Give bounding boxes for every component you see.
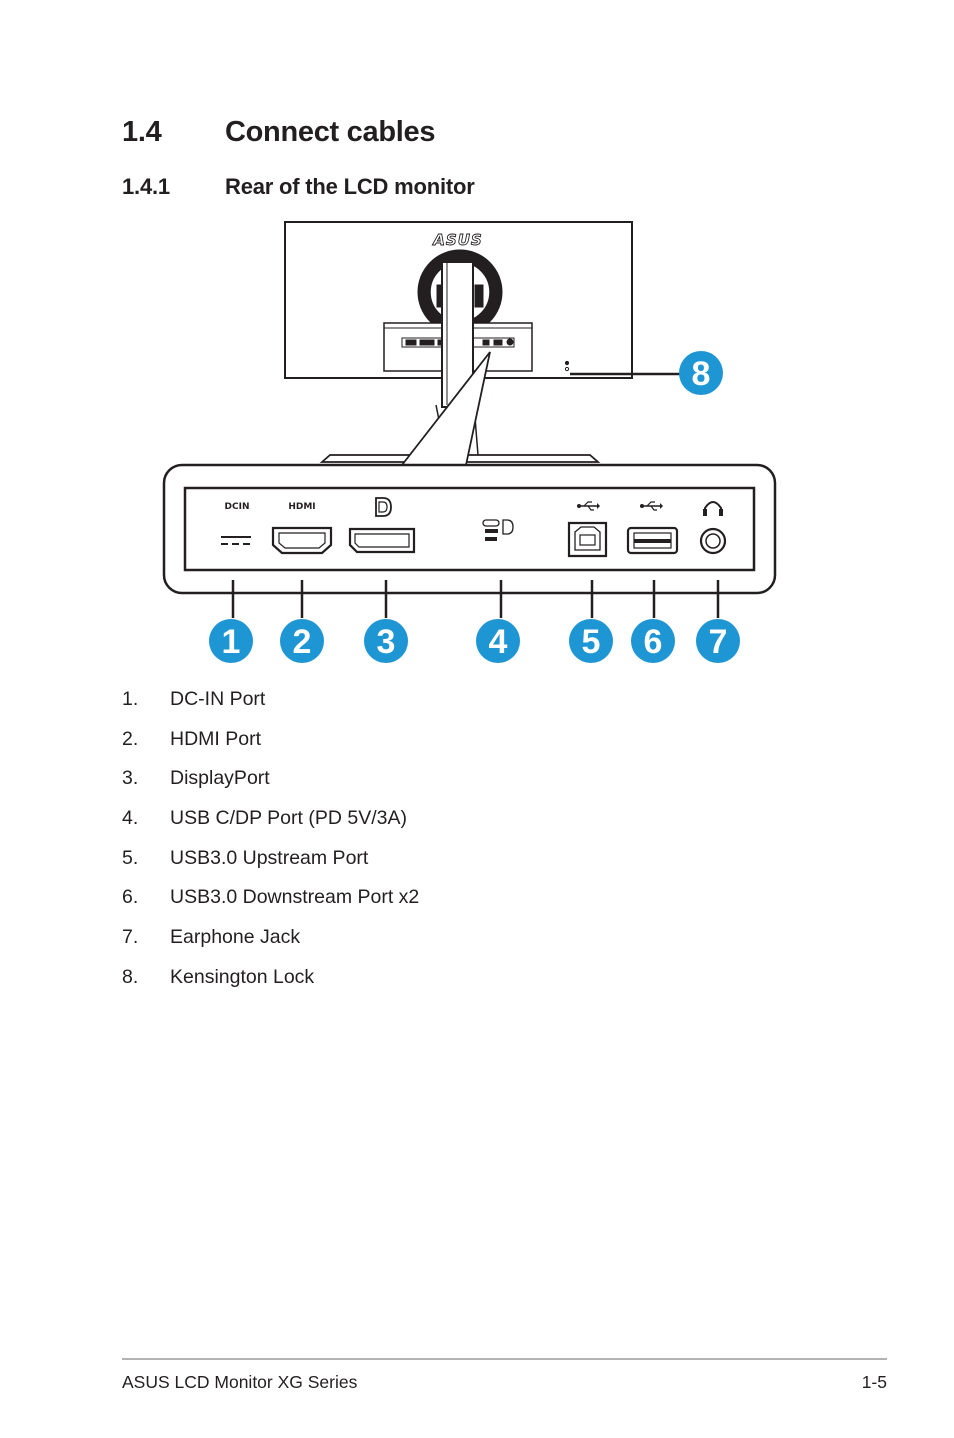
callout-number-5: 5: [582, 623, 601, 661]
port-list: 1. DC-IN Port 2. HDMI Port 3. DisplayPort 4…: [122, 688, 419, 1006]
list-item-number: 5.: [122, 846, 139, 869]
list-item: 2. HDMI Port: [122, 728, 419, 768]
callout-number-6: 6: [644, 623, 663, 661]
callout-badges: 1 2 3 4 5 6 7 8: [209, 351, 740, 663]
list-item: 6. USB3.0 Downstream Port x2: [122, 886, 419, 926]
displayport-icon: [375, 497, 392, 517]
list-item-label: HDMI Port: [170, 727, 262, 750]
list-item: 7. Earphone Jack: [122, 926, 419, 966]
callout-number-3: 3: [377, 623, 396, 661]
subsection-number: 1.4.1: [122, 174, 170, 199]
section-title: Connect cables: [225, 116, 436, 148]
list-item-label: DisplayPort: [170, 767, 270, 790]
asus-logo: ASUS: [432, 231, 482, 249]
callout-badge-4: [476, 619, 520, 663]
list-item-label: Kensington Lock: [170, 965, 315, 988]
list-item-label: Earphone Jack: [170, 926, 301, 949]
list-item-label: USB C/DP Port (PD 5V/3A): [170, 807, 407, 830]
section-number: 1.4: [122, 116, 162, 148]
port-panel-zoom: DCIN HDMI: [162, 463, 777, 618]
list-item-label: DC-IN Port: [170, 688, 266, 710]
callout-badge-2: [280, 619, 324, 663]
list-item: 5. USB3.0 Upstream Port: [122, 847, 419, 887]
callout-number-8: 8: [692, 355, 711, 393]
list-item-number: 3.: [122, 767, 139, 790]
list-item-number: 6.: [122, 886, 139, 909]
usb-symbol-icon: [577, 501, 600, 511]
callout-number-7: 7: [709, 623, 728, 661]
dcin-label: DCIN: [225, 502, 250, 512]
callout-badge-8: [679, 351, 723, 395]
callout-badge-6: [631, 619, 675, 663]
callout-number-1: 1: [222, 623, 241, 661]
callout-number-2: 2: [293, 623, 312, 661]
footer-title: ASUS LCD Monitor XG Series: [122, 1372, 358, 1392]
page-number: 1-5: [861, 1372, 887, 1392]
callout-badge-1: [209, 619, 253, 663]
list-item-label: USB3.0 Upstream Port: [170, 846, 369, 869]
subsection-heading: 1.4.1 Rear of the LCD monitor: [122, 174, 475, 200]
list-item-number: 2.: [122, 727, 139, 750]
list-item: 4. USB C/DP Port (PD 5V/3A): [122, 807, 419, 847]
list-item-label: USB3.0 Downstream Port x2: [170, 886, 420, 909]
usb-symbol-icon-2: [640, 501, 663, 511]
subsection-title: Rear of the LCD monitor: [225, 174, 475, 199]
callout-badge-7: [696, 619, 740, 663]
zoom-connector: [401, 351, 491, 466]
list-item-number: 7.: [122, 926, 139, 949]
list-item: 1. DC-IN Port: [122, 688, 419, 728]
list-item-number: 4.: [122, 807, 139, 830]
section-heading: 1.4 Connect cables: [122, 116, 435, 149]
list-item-number: 8.: [122, 965, 139, 988]
callout-badge-5: [569, 619, 613, 663]
monitor-rear-figure: ASUS DCIN HD: [162, 221, 777, 663]
footer-divider: [122, 1358, 887, 1360]
headphone-icon: [703, 501, 723, 516]
list-item-number: 1.: [122, 688, 139, 710]
callout-leader-lines: [231, 580, 720, 618]
usb-c-dp-icon: [482, 519, 514, 541]
monitor-back-view: ASUS: [284, 221, 690, 466]
list-item: 8. Kensington Lock: [122, 966, 419, 1006]
list-item: 3. DisplayPort: [122, 767, 419, 807]
callout-badge-3: [364, 619, 408, 663]
hdmi-label: HDMI: [288, 502, 315, 512]
callout-number-4: 4: [489, 623, 508, 661]
